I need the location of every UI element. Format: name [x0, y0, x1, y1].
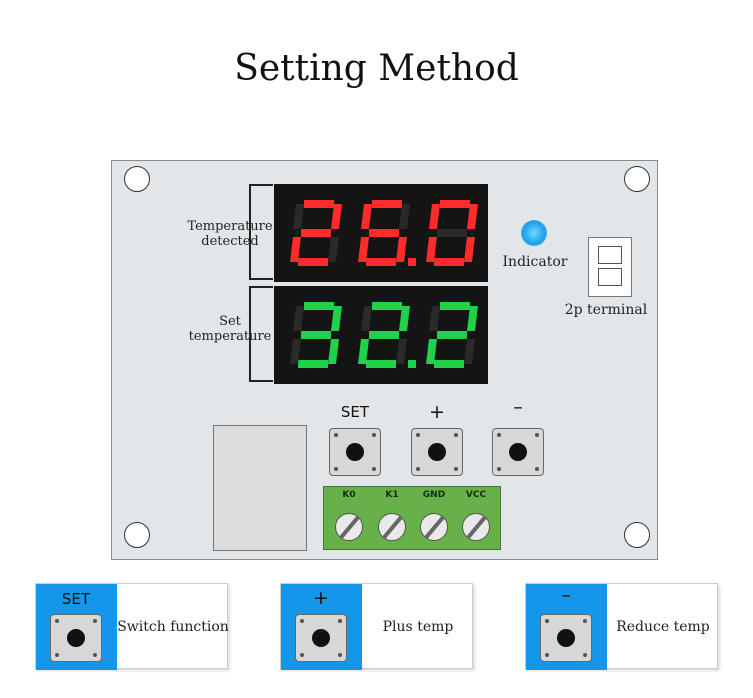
terminal-socket-2 [598, 268, 622, 286]
legend-set-description: Switch function [117, 619, 229, 635]
display-bottom-digits [290, 302, 478, 368]
segment-d [366, 258, 396, 266]
legend-minus-button-icon [540, 614, 592, 662]
segment-f [293, 306, 304, 331]
segment-g [437, 229, 467, 237]
segment-a [440, 302, 470, 310]
segment-e [426, 339, 437, 364]
segment-g [301, 229, 331, 237]
set-button-label: SET [340, 403, 370, 421]
segment-e [290, 237, 301, 262]
set-temp-label: Set temperature [180, 314, 280, 344]
segment-d [298, 258, 328, 266]
segment-a [372, 200, 402, 208]
legend-card-minus-key: – [526, 584, 607, 670]
legend-card-plus-key: + [281, 584, 362, 670]
segment-c [396, 339, 407, 364]
segment-e [358, 339, 369, 364]
relay [213, 425, 307, 551]
pin-label-k0: K0 [342, 490, 356, 500]
screw-gnd [420, 513, 448, 541]
legend-set-button-icon [50, 614, 102, 662]
segment-a [304, 302, 334, 310]
legend-minus-key-label: – [561, 584, 571, 606]
segment-d [366, 360, 396, 368]
set-temperature-display [274, 286, 488, 384]
indicator-label: Indicator [502, 254, 568, 270]
mounting-hole-top-left [124, 166, 150, 192]
segment-c [328, 237, 339, 262]
screw-terminal-block: K0 K1 GND VCC [323, 486, 501, 550]
2p-terminal-connector [588, 237, 632, 297]
segment-a [372, 302, 402, 310]
legend-card-plus: + Plus temp [280, 583, 473, 670]
pin-label-gnd: GND [422, 490, 446, 500]
minus-button-label: – [513, 396, 523, 418]
screw-k1 [378, 513, 406, 541]
segment-f [293, 204, 304, 229]
terminal-socket-1 [598, 246, 622, 264]
segment-f [429, 204, 440, 229]
minus-button[interactable] [492, 428, 544, 476]
segment-f [361, 306, 372, 331]
segment-c [396, 237, 407, 262]
segment-b [331, 306, 342, 331]
screw-vcc [462, 513, 490, 541]
segment-b [399, 204, 410, 229]
set-temp-bracket [249, 286, 273, 382]
segment-a [440, 200, 470, 208]
segment-f [429, 306, 440, 331]
plus-button[interactable] [411, 428, 463, 476]
pin-label-k1: K1 [385, 490, 399, 500]
segment-f [361, 204, 372, 229]
mounting-hole-top-right [624, 166, 650, 192]
segment-c [464, 339, 475, 364]
segment-g [437, 331, 467, 339]
mounting-hole-bottom-left [124, 522, 150, 548]
segment-d [434, 258, 464, 266]
legend-card-minus: – Reduce temp [525, 583, 718, 670]
set-temp-label-line2: temperature [188, 329, 272, 344]
set-temp-label-line1: Set [219, 314, 241, 329]
temp-detected-bracket [249, 184, 273, 280]
temperature-detected-display [274, 184, 488, 282]
legend-card-set-key: SET [36, 584, 117, 670]
legend-plus-description: Plus temp [382, 619, 454, 635]
segment-b [467, 306, 478, 331]
legend-plus-button-icon [295, 614, 347, 662]
2p-terminal-label: 2p terminal [564, 302, 648, 318]
segment-g [369, 229, 399, 237]
decimal-point [408, 360, 416, 368]
segment-g [301, 331, 331, 339]
page-title: Setting Method [234, 48, 519, 89]
screw-k0 [335, 513, 363, 541]
indicator-led [521, 220, 547, 246]
segment-e [426, 237, 437, 262]
segment-d [434, 360, 464, 368]
legend-plus-key-label: + [313, 587, 329, 609]
legend-minus-description: Reduce temp [616, 619, 710, 635]
segment-e [290, 339, 301, 364]
temp-detected-label-line1: Temperature [187, 219, 273, 234]
segment-c [328, 339, 339, 364]
temp-detected-label: Temperature detected [180, 219, 280, 249]
display-top-digits [290, 200, 478, 266]
mounting-hole-bottom-right [624, 522, 650, 548]
segment-e [358, 237, 369, 262]
set-button[interactable] [329, 428, 381, 476]
legend-set-key-label: SET [61, 590, 91, 608]
segment-g [369, 331, 399, 339]
legend-card-set: SET Switch function [35, 583, 229, 670]
pin-label-vcc: VCC [465, 490, 487, 500]
segment-d [298, 360, 328, 368]
segment-c [464, 237, 475, 262]
segment-b [467, 204, 478, 229]
segment-b [331, 204, 342, 229]
segment-a [304, 200, 334, 208]
segment-b [399, 306, 410, 331]
plus-button-label: + [429, 401, 445, 423]
temp-detected-label-line2: detected [201, 234, 259, 249]
decimal-point [408, 258, 416, 266]
